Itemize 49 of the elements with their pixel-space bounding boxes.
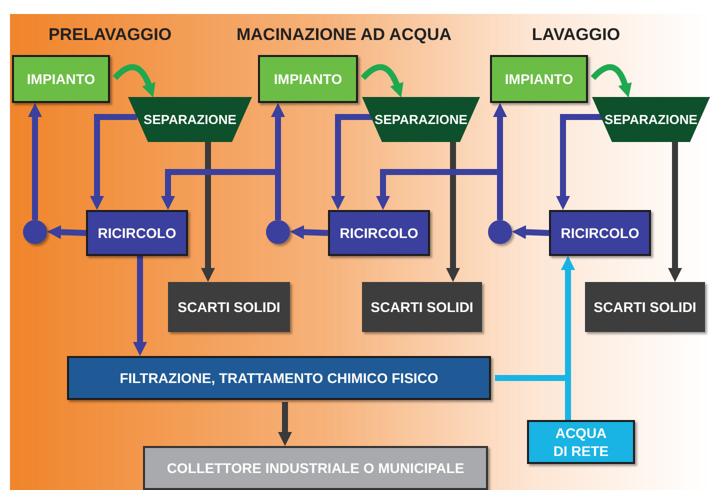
arrow xyxy=(28,103,42,220)
section-heading: LAVAGGIO xyxy=(530,24,622,46)
box-label: RICIRCOLO xyxy=(560,224,640,242)
process-box xyxy=(168,282,290,332)
arrow xyxy=(278,402,292,446)
process-box xyxy=(585,282,705,332)
process-box xyxy=(143,446,488,490)
process-box xyxy=(362,282,482,332)
arrow xyxy=(590,64,632,98)
arrow xyxy=(133,256,147,356)
arrow xyxy=(290,225,328,240)
process-box xyxy=(549,210,651,256)
box-label: RICIRCOLO xyxy=(340,224,418,242)
arrow xyxy=(512,225,550,240)
arrow xyxy=(201,142,215,282)
box-label: FILTRAZIONE, TRATTAMENTO CHIMICO FISICO xyxy=(120,368,438,388)
process-box xyxy=(258,55,358,103)
arrow xyxy=(47,225,86,240)
arrow xyxy=(668,142,682,282)
box-label: SEPARAZIONE xyxy=(604,110,698,129)
box-label: COLLETTORE INDUSTRIALE O MUNICIPALE xyxy=(166,458,464,478)
arrow xyxy=(90,114,137,210)
separator-trapezoid xyxy=(592,97,710,142)
section-heading: MACINAZIONE AD ACQUA xyxy=(235,24,452,46)
process-box xyxy=(328,210,430,256)
process-box xyxy=(527,420,635,464)
arrow xyxy=(446,142,460,282)
box-label: SCARTI SOLIDI xyxy=(178,298,280,316)
separator-trapezoid xyxy=(128,97,252,142)
box-label: SEPARAZIONE xyxy=(144,110,236,129)
box-label: IMPIANTO xyxy=(504,70,574,88)
arrow xyxy=(331,114,372,210)
box-label: SCARTI SOLIDI xyxy=(594,298,696,316)
process-box xyxy=(490,55,588,103)
separator-trapezoid xyxy=(362,97,480,142)
arrow xyxy=(561,256,575,420)
process-box xyxy=(86,210,188,256)
box-label: SCARTI SOLIDI xyxy=(370,298,474,316)
arrow xyxy=(112,64,156,98)
section-heading: PRELAVAGGIO xyxy=(47,24,173,46)
process-box xyxy=(12,55,110,103)
arrow xyxy=(360,64,404,98)
box-label: IMPIANTO xyxy=(26,70,96,88)
box-label: RICIRCOLO xyxy=(98,224,176,242)
arrow xyxy=(556,114,602,210)
box-label: IMPIANTO xyxy=(274,70,342,88)
box-label: ACQUA DI RETE xyxy=(552,424,610,460)
box-label: SEPARAZIONE xyxy=(374,110,468,129)
process-box xyxy=(67,356,491,400)
